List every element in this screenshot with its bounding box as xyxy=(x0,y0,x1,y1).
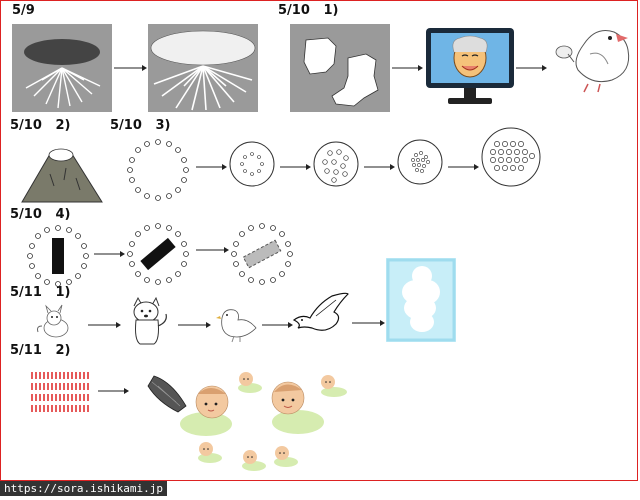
label-5-11-2: 5/11 2) xyxy=(10,343,71,358)
arrow-right xyxy=(352,320,385,326)
small-baby xyxy=(242,450,266,471)
small-white-bird xyxy=(216,309,257,343)
arrow-right xyxy=(364,164,395,170)
monitor-with-old-man-face xyxy=(426,28,514,104)
label-5-10-4: 5/10 4) xyxy=(10,207,71,222)
white-dog xyxy=(133,296,167,345)
white-disk-light-rays-panel xyxy=(148,24,258,112)
arrow-right xyxy=(196,247,229,253)
arrow-right xyxy=(196,164,227,170)
small-baby xyxy=(198,442,222,463)
white-blobs-panel xyxy=(290,24,390,112)
label-5-10-1: 5/10 1) xyxy=(278,3,339,18)
arrow-right xyxy=(280,164,311,170)
small-baby xyxy=(321,375,347,397)
arrow-right xyxy=(114,65,147,71)
dot-ring-black-bar-tilted xyxy=(127,223,189,285)
volcano-mountain xyxy=(21,148,103,203)
border-frame xyxy=(0,0,638,481)
white-bird-singing xyxy=(555,30,630,93)
arrow-right xyxy=(448,164,479,170)
dark-disk-light-rays-panel xyxy=(12,24,112,112)
site-url: https://sora.ishikami.jp xyxy=(0,481,167,496)
arrow-right xyxy=(178,322,211,328)
small-white-creature xyxy=(37,304,69,338)
dove-outline xyxy=(292,292,349,331)
arrow-right xyxy=(516,65,547,71)
dotted-ring-large xyxy=(127,139,189,201)
cloud-sky-panel xyxy=(386,258,456,342)
label-5-10-3: 5/10 3) xyxy=(110,118,171,133)
circle-small-dot-ring xyxy=(229,141,275,187)
label-5-9: 5/9 xyxy=(12,3,35,18)
winged-baby-large xyxy=(147,375,232,436)
baby-medium xyxy=(271,381,324,434)
label-5-11-1: 5/11 1) xyxy=(10,285,71,300)
arrow-right xyxy=(98,388,129,394)
small-baby xyxy=(238,372,262,393)
arrow-right xyxy=(88,322,121,328)
arrow-right xyxy=(94,251,125,257)
label-5-10-2: 5/10 2) xyxy=(10,118,71,133)
arrow-right xyxy=(392,65,423,71)
circle-dot-cluster xyxy=(313,141,359,187)
dot-ring-gray-dashed-bar xyxy=(231,223,293,285)
circle-dense-dot-cluster xyxy=(397,139,443,185)
arrow-right xyxy=(262,322,293,328)
small-baby xyxy=(274,446,298,467)
large-circle-dot-grid xyxy=(481,127,541,187)
red-dashes-grid xyxy=(31,372,89,412)
dot-ring-black-bar-vertical xyxy=(27,225,89,287)
